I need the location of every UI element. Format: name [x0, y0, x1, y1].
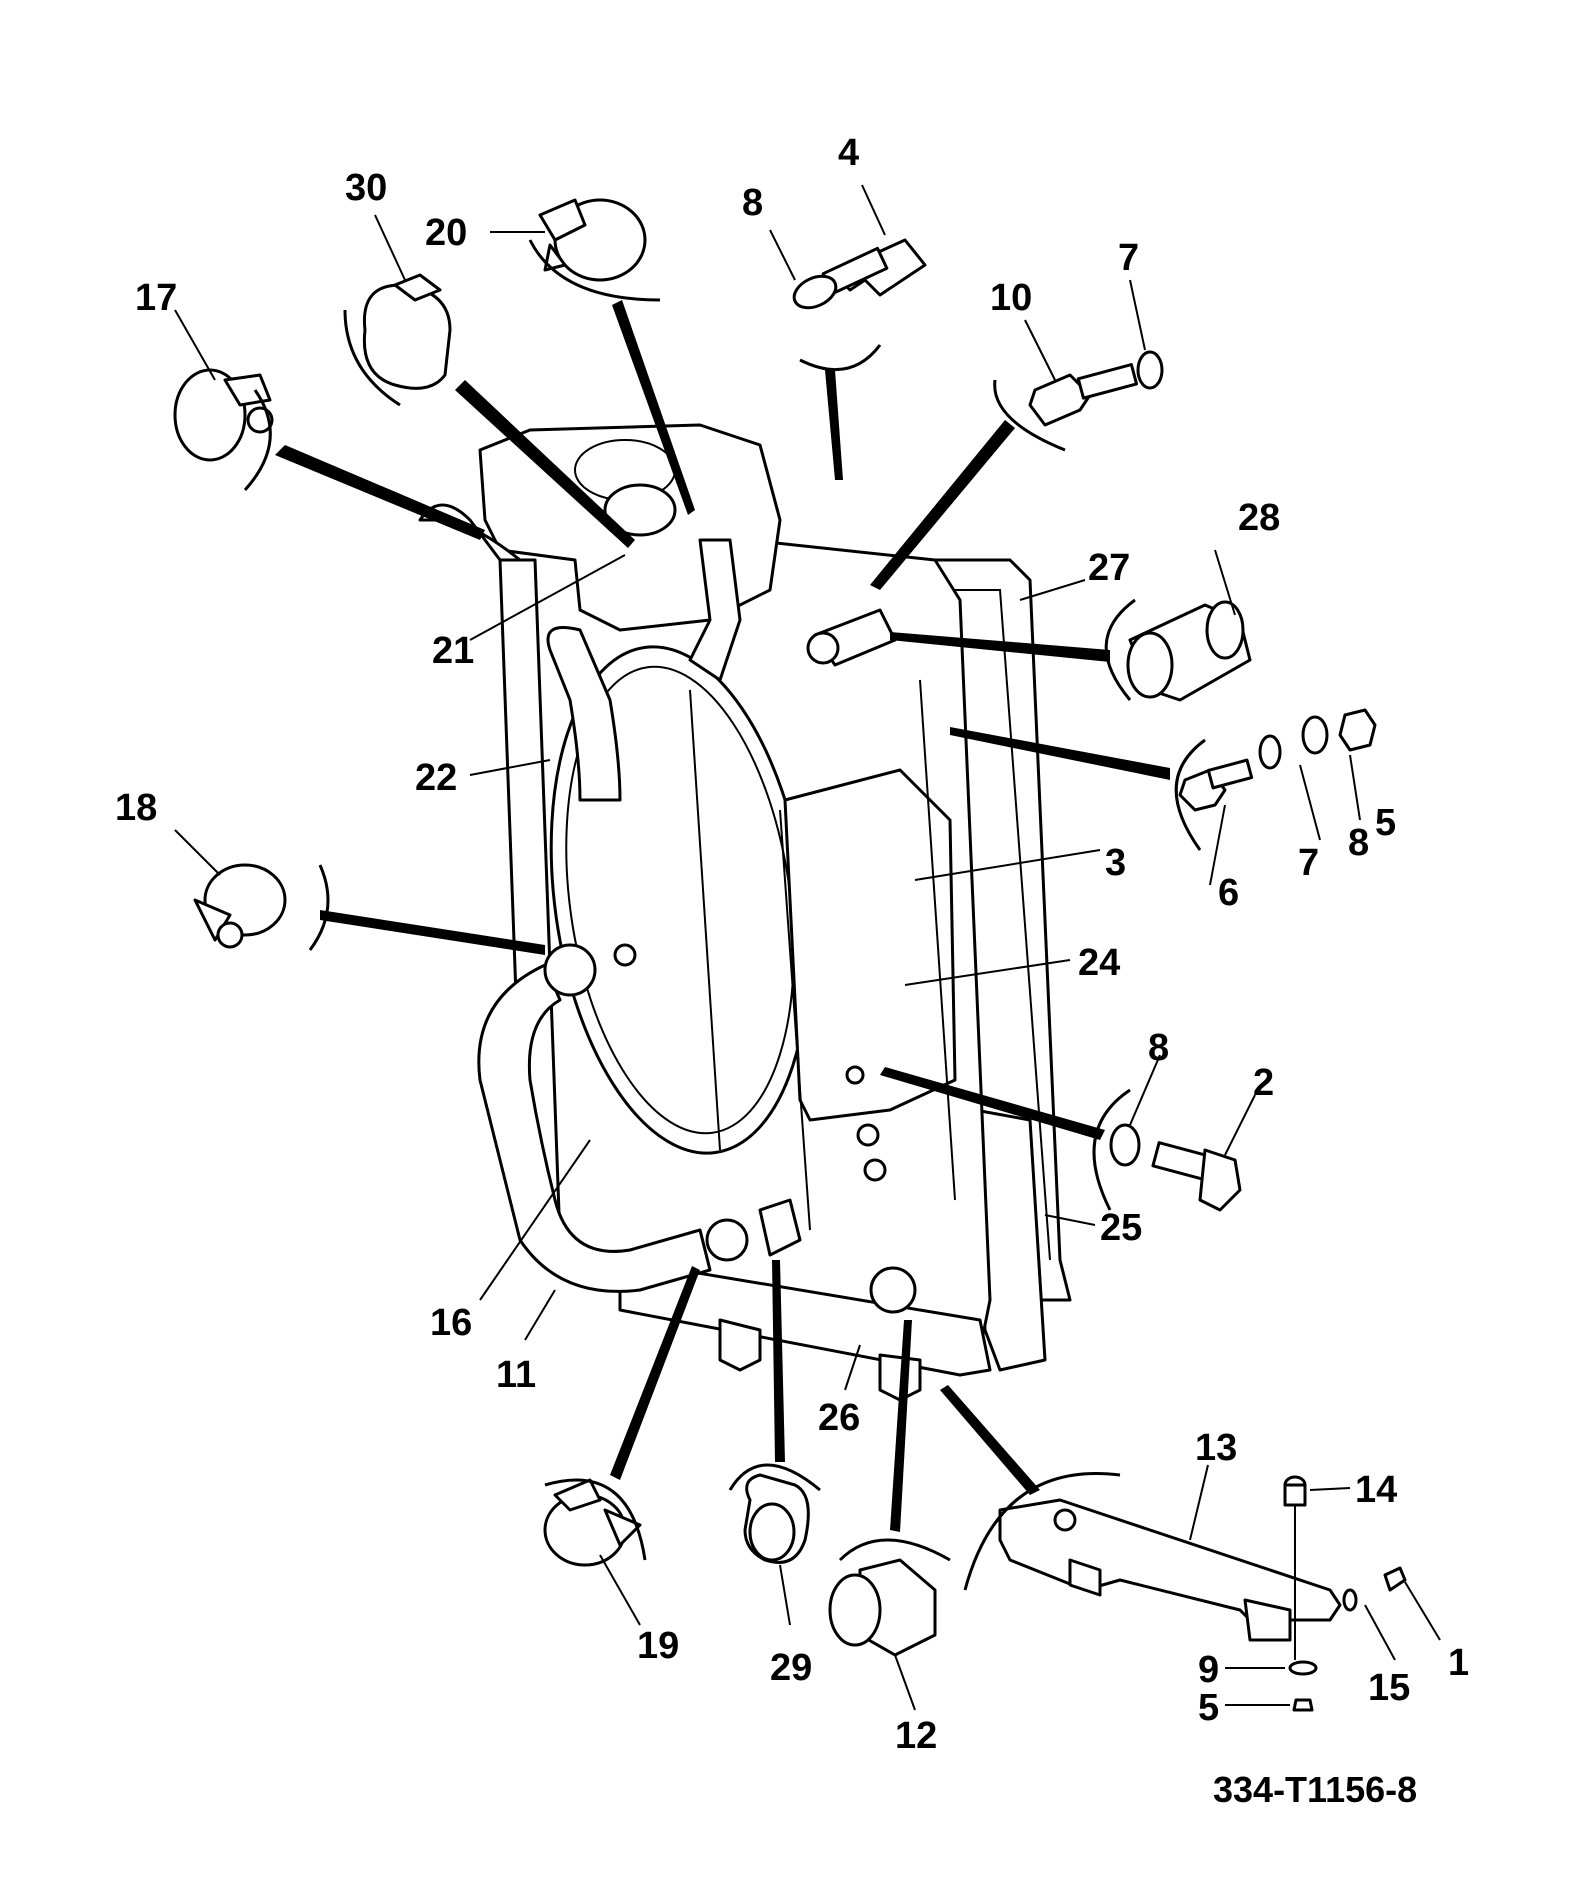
small-fasteners-icon [1283, 1475, 1407, 1712]
callout-19: 19 [637, 1625, 679, 1667]
callout-7-lower: 7 [1298, 842, 1319, 884]
bracket-13-icon [998, 1498, 1342, 1642]
callout-5-lower: 5 [1198, 1687, 1219, 1729]
callout-8-right: 8 [1348, 822, 1369, 864]
hose-clamp-17-icon [173, 368, 274, 462]
callout-25: 25 [1100, 1207, 1142, 1249]
callout-1: 1 [1448, 1642, 1469, 1684]
callout-11: 11 [496, 1354, 536, 1396]
callout-29: 29 [770, 1647, 812, 1689]
callout-20: 20 [425, 212, 467, 254]
hose-clamp-20-icon [538, 198, 647, 282]
hose-clamp-19-icon [543, 1478, 642, 1567]
bolt-4-icon [792, 238, 927, 310]
callout-22: 22 [415, 757, 457, 799]
callout-12: 12 [895, 1715, 937, 1757]
callout-9: 9 [1198, 1649, 1219, 1691]
callout-16: 16 [430, 1302, 472, 1344]
callout-17: 17 [135, 277, 177, 319]
callout-18: 18 [115, 787, 157, 829]
callout-2: 2 [1253, 1062, 1274, 1104]
callout-24: 24 [1078, 942, 1120, 984]
callout-21: 21 [432, 630, 474, 672]
callout-15: 15 [1368, 1667, 1410, 1709]
drawing-reference: 334-T1156-8 [1213, 1769, 1417, 1810]
callout-8-mid: 8 [1148, 1027, 1169, 1069]
callout-13: 13 [1195, 1427, 1237, 1469]
callout-14: 14 [1355, 1469, 1397, 1511]
hose-clamp-30-icon [362, 273, 452, 390]
detail-arcs [243, 239, 1206, 1591]
callout-26: 26 [818, 1397, 860, 1439]
callout-5-upper: 5 [1375, 802, 1396, 844]
callout-4: 4 [838, 132, 859, 174]
leader-lines [174, 184, 1441, 1711]
callout-27: 27 [1088, 547, 1130, 589]
callout-30: 30 [345, 167, 387, 209]
fitting-28-icon [1126, 600, 1252, 702]
bolt-10-icon [1028, 350, 1164, 427]
callout-3: 3 [1105, 842, 1126, 884]
hoses [418, 503, 802, 1293]
callout-28: 28 [1238, 497, 1280, 539]
callout-10: 10 [990, 277, 1032, 319]
callout-6: 6 [1218, 872, 1239, 914]
callout-labels: 1 2 3 4 5 5 6 7 7 8 8 8 9 10 11 12 13 14… [115, 132, 1469, 1757]
radiator-assembly [498, 518, 1072, 1402]
bolt-2-icon [1109, 1123, 1242, 1212]
hose-clamp-18-icon [193, 863, 287, 949]
callout-7-upper: 7 [1118, 237, 1139, 279]
bolt-6-set-icon [1178, 708, 1377, 812]
clip-29-icon [743, 1473, 810, 1564]
drain-plug-12-icon [828, 1558, 937, 1657]
callout-8-top: 8 [742, 182, 763, 224]
